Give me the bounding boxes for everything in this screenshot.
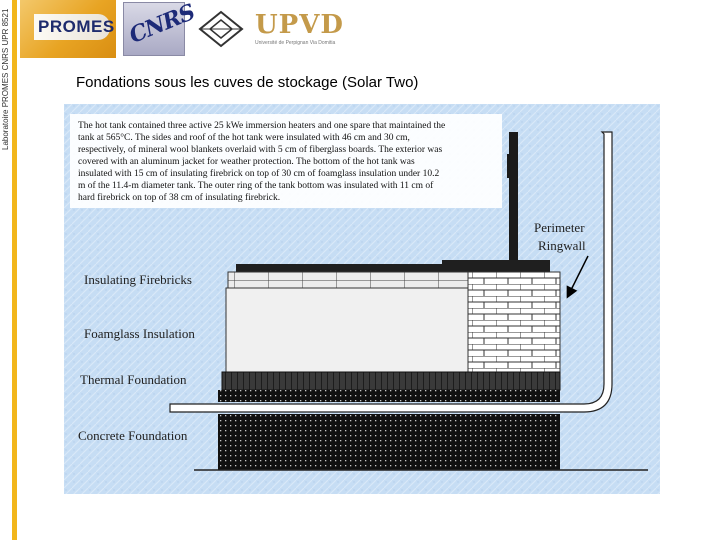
note-text: The hot tank contained three active 25 k…	[78, 121, 445, 203]
label-insulating-firebricks: Insulating Firebricks	[84, 272, 192, 287]
note-line-4: covered with an aluminum jacket for weat…	[78, 156, 415, 167]
tank-bottom-plate	[236, 264, 468, 272]
brick-ringwall	[467, 271, 561, 373]
note-line-7: hard firebrick on top of 38 cm of insula…	[78, 192, 280, 203]
upvd-logo: UPVD Université de Perpignan Via Domitia	[255, 10, 365, 50]
label-thermal-foundation: Thermal Foundation	[80, 372, 187, 387]
label-perimeter: Perimeter	[534, 220, 585, 235]
page-title: Fondations sous les cuves de stockage (S…	[76, 74, 419, 91]
upvd-logo-subtitle: Université de Perpignan Via Domitia	[255, 40, 336, 46]
concrete-foundation-layer	[218, 414, 560, 470]
side-accent-bar	[12, 0, 17, 540]
ringwall-cap	[442, 260, 550, 272]
note-line-3: respectively, of mineral wool blankets o…	[78, 144, 442, 155]
promes-logo: PROMES	[20, 0, 116, 58]
label-foamglass-insulation: Foamglass Insulation	[84, 326, 195, 341]
note-line-5: insulated with 15 cm of insulating fireb…	[78, 168, 439, 179]
upvd-logo-text: UPVD	[255, 10, 344, 40]
tank-foundation-diagram: The hot tank contained three active 25 k…	[64, 104, 660, 494]
note-line-2: tank at 565°C. The sides and roof of the…	[78, 132, 410, 143]
note-line-6: m of the 11.4-m diameter tank. The outer…	[78, 180, 434, 191]
cnrs-logo: CNRS	[123, 0, 198, 56]
ringwall-outline	[169, 131, 613, 413]
firebrick-layer	[227, 271, 469, 289]
label-concrete-foundation: Concrete Foundation	[78, 428, 188, 443]
university-emblem-icon	[198, 10, 244, 48]
concrete-top-strip	[218, 390, 560, 402]
note-box	[70, 114, 502, 208]
note-line-1: The hot tank contained three active 25 k…	[78, 121, 445, 131]
foamglass-layer	[225, 287, 469, 373]
label-ringwall: Ringwall	[538, 238, 586, 253]
promes-logo-text: PROMES	[38, 17, 115, 36]
lab-vertical-label: Laboratoire PROMES CNRS UPR 8521	[1, 8, 10, 150]
tank-wall-stub	[507, 154, 511, 178]
thermal-foundation-layer	[221, 371, 561, 391]
ringwall-arrow	[566, 255, 589, 299]
tank-wall	[509, 132, 518, 264]
cnrs-logo-text: CNRS	[125, 0, 199, 49]
